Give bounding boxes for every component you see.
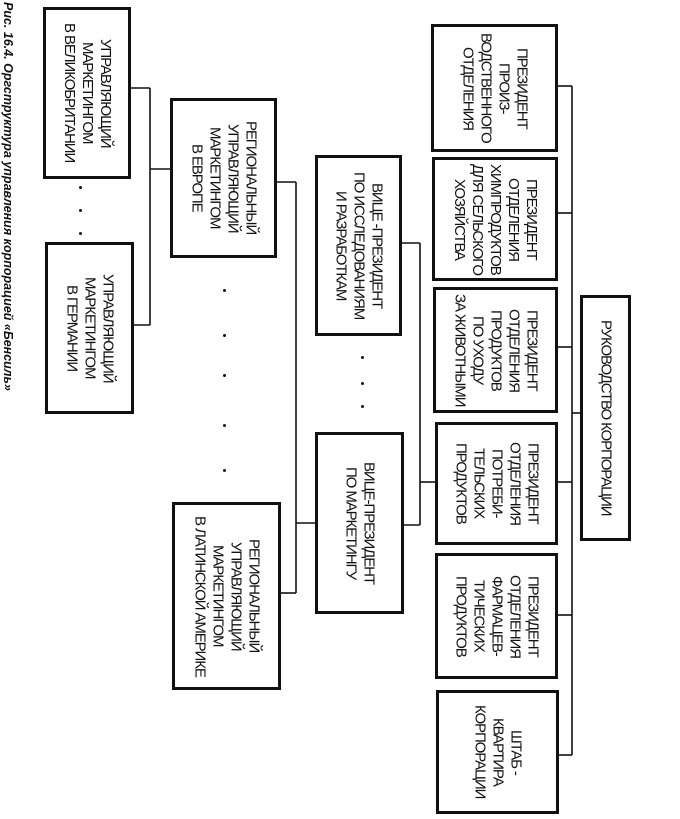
- box-label-line: ВИЦЕ-ПРЕЗИДЕНТ: [360, 462, 378, 584]
- box-label-line: ХОЗЯЙСТВА: [451, 178, 468, 260]
- ellipsis-dot: [361, 382, 364, 385]
- box-label-line: ДЛЯ СЕЛЬСКОГО: [469, 163, 486, 275]
- box-label-line: КОРПОРАЦИИ: [471, 705, 489, 799]
- box-label-line: МАРКЕТИНГОМ: [81, 277, 99, 379]
- box-label-line: ОТДЕЛЕНИЯ: [505, 308, 523, 392]
- box-label-line: ПРОДУКТОВ: [487, 309, 505, 391]
- box-label-line: ПРЕЗИДЕНТ: [524, 443, 542, 524]
- box-label-line: ПРЕЗИДЕНТ: [523, 178, 540, 260]
- box-label-line: КВАРТИРА: [489, 718, 507, 786]
- box-label-line: ПРЕЗИДЕНТ: [523, 309, 541, 391]
- box-label-line: ПРОИЗ-: [495, 62, 513, 114]
- box-label-line: В ЕВРОПЕ: [188, 144, 206, 212]
- box-corporate-management: РУКОВОДСТВО КОРПОРАЦИИ: [580, 295, 631, 541]
- box-label-line: МАРКЕТИНГОМ: [79, 42, 96, 144]
- box-label: РУКОВОДСТВО КОРПОРАЦИИ: [597, 320, 615, 515]
- box-label-line: ПОТРЕБИ-: [488, 449, 506, 518]
- box-label-line: УПРАВЛЯЮЩИЙ: [99, 273, 117, 383]
- box-label-line: ФАРМАЦЕВ-: [488, 576, 506, 656]
- ellipsis-dot: [223, 289, 226, 292]
- box-label-line: УПРАВЛЯЮЩИЙ: [97, 38, 114, 148]
- box-label-line: ОТДЕЛЕНИЯ: [459, 46, 477, 130]
- ellipsis-dot: [223, 424, 226, 427]
- ellipsis-dot: [361, 356, 364, 359]
- box-label-line: ШТАБ -: [507, 729, 525, 775]
- box-label-line: ТЕЛЬСКИХ: [470, 448, 488, 519]
- box-label-line: ПРОДУКТОВ: [452, 575, 470, 657]
- ellipsis-dot: [79, 232, 82, 235]
- box-label-line: ПО МАРКЕТИНГУ: [342, 466, 360, 579]
- ellipsis-dot: [79, 186, 82, 189]
- ellipsis-dot: [223, 374, 226, 377]
- box-label-line: И РАЗРАБОТКАМ: [332, 190, 350, 301]
- box-label-line: УПРАВЛЯЮЩИЙ: [224, 123, 242, 233]
- box-label-line: ПО ИССЛЕДОВАНИЯМ: [350, 171, 368, 320]
- box-label-line: ХИМПРОДУКТОВ: [487, 163, 504, 275]
- box-label-line: ПРЕЗИДЕНТ: [513, 47, 531, 129]
- box-label-line: ТИЧЕСКИХ: [470, 580, 488, 652]
- ellipsis-dot: [223, 469, 226, 472]
- box-label-line: ВОДСТВЕННОГО: [477, 33, 495, 143]
- box-label-line: ОТДЕЛЕНИЯ: [505, 177, 522, 261]
- box-label-line: РУКОВОДСТВО КОРПОРАЦИИ: [597, 320, 615, 516]
- ellipsis-dot: [361, 405, 364, 408]
- figure-caption: Рис. 16.4. Оргструктура управления корпо…: [1, 2, 15, 391]
- box-label-line: РЕГИОНАЛЬНЫЙ: [242, 121, 260, 235]
- box-label-line: РЕГИОНАЛЬНЫЙ: [245, 539, 263, 653]
- ellipsis-dot: [223, 334, 226, 337]
- box-label-line: ПРЕЗИДЕНТ: [524, 575, 542, 657]
- box-label-line: ПО УХОДУ: [469, 315, 487, 385]
- box-label-line: МАРКЕТИНГОМ: [206, 127, 224, 229]
- box-label-line: В ВЕЛИКОБРИТАНИИ: [61, 23, 78, 163]
- box-label-line: МАРКЕТИНГОМ: [209, 545, 227, 647]
- box-label-line: ВИЦЕ -ПРЕЗИДЕНТ: [368, 182, 386, 308]
- box-label-line: ПРОДУКТОВ: [452, 443, 470, 524]
- box-label-line: ОТДЕЛЕНИЯ: [506, 574, 524, 658]
- box-label-line: УПРАВЛЯЮЩИЙ: [227, 541, 245, 651]
- ellipsis-dot: [79, 209, 82, 212]
- box-label-line: В ЛАТИНСКОЙ АМЕРИКЕ: [191, 515, 209, 677]
- box-label-line: ЗА ЖИВОТНЫМИ: [451, 293, 469, 407]
- box-label-line: В ГЕРМАНИИ: [63, 284, 81, 372]
- box-label-line: ОТДЕЛЕНИЯ: [506, 442, 524, 525]
